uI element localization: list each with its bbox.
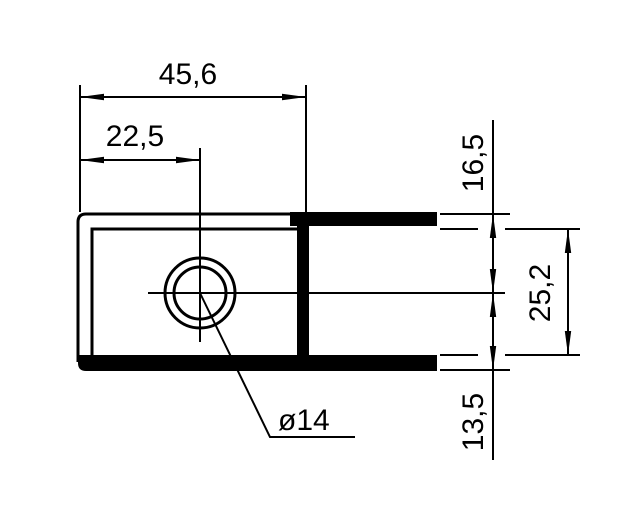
dimension-overall-width: 45,6 <box>159 58 217 91</box>
bracket-outline <box>76 212 437 371</box>
web-bar <box>297 226 309 356</box>
dimension-hole-offset: 22,5 <box>106 120 164 153</box>
dimension-top-offset: 16,5 <box>457 134 490 192</box>
top-flange <box>290 212 437 226</box>
diameter-leader <box>199 292 355 438</box>
bottom-flange <box>78 355 437 371</box>
dimension-bottom-offset: 13,5 <box>457 393 490 451</box>
dimension-inner-height: 25,2 <box>524 264 557 322</box>
dimension-hole-diameter: ø14 <box>278 404 330 437</box>
